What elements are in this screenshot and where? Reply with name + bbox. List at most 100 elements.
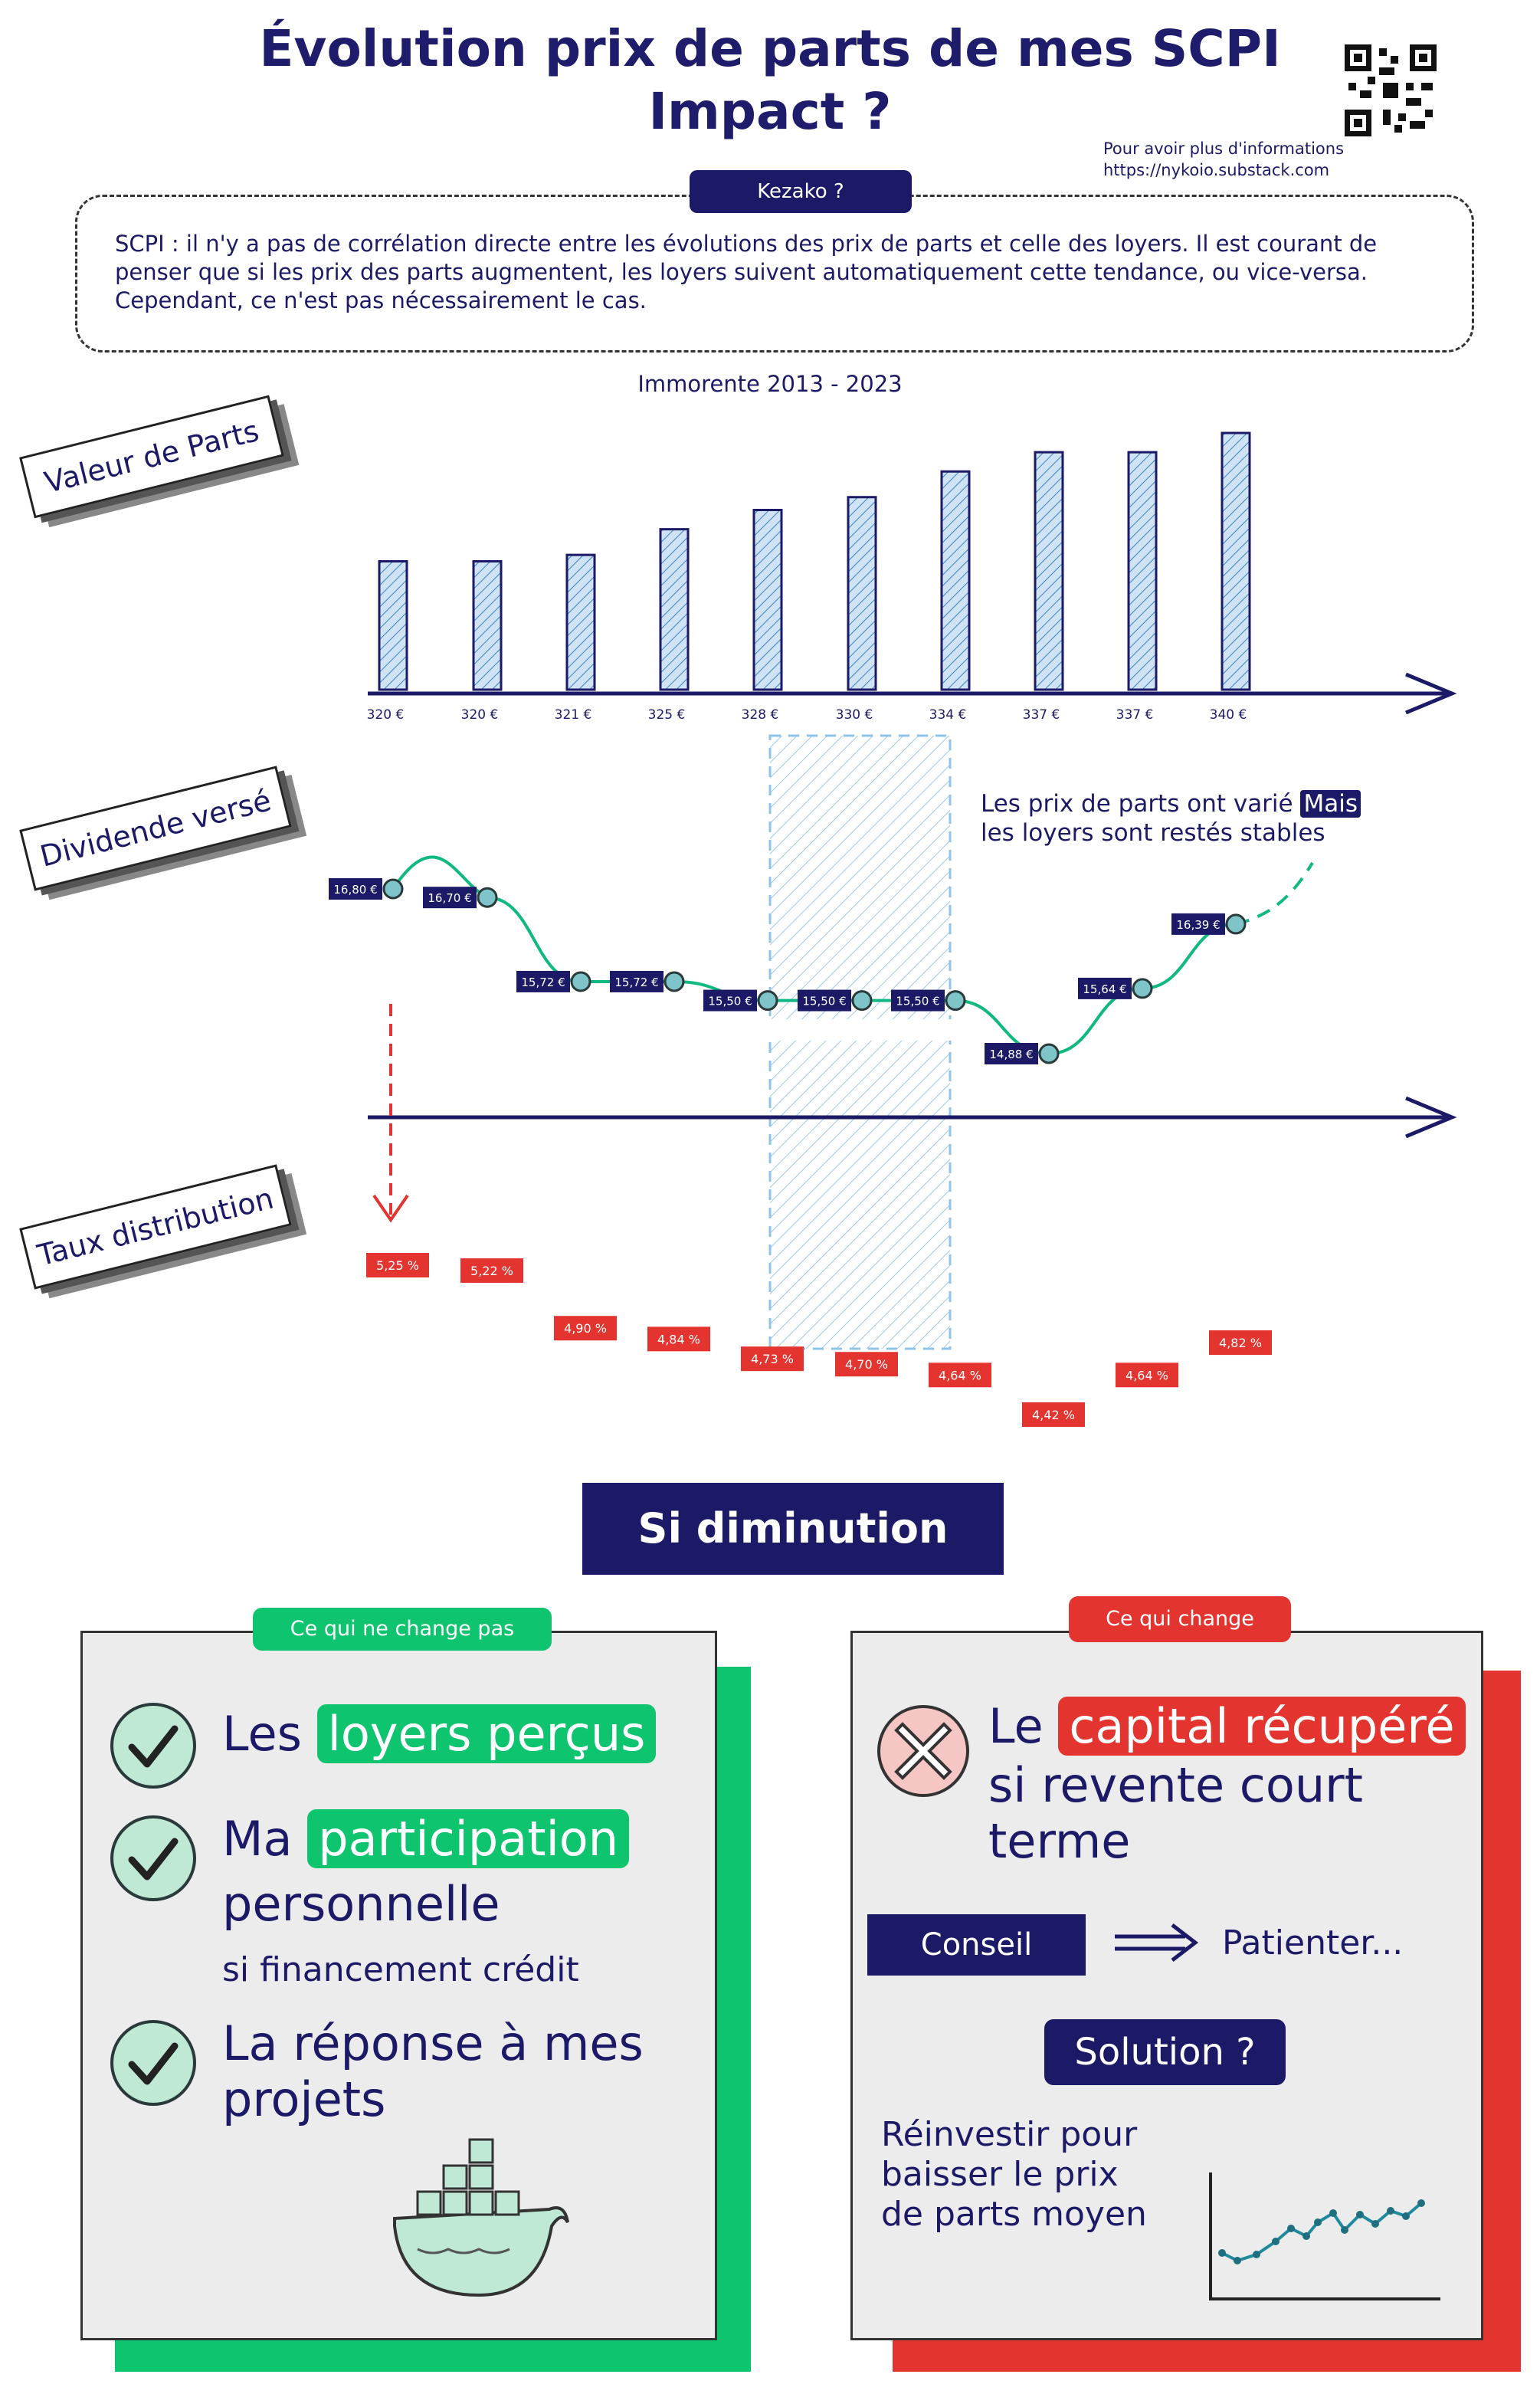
section-title: Si diminution	[582, 1483, 1004, 1575]
rate-label-bg	[1116, 1363, 1178, 1388]
note-mais: Mais	[1300, 790, 1361, 818]
dividend-label-bg	[610, 970, 664, 992]
whale-containers-icon	[393, 2138, 569, 2297]
page-subtitle: Impact ?	[648, 82, 892, 141]
info-url[interactable]: https://nykoio.substack.com	[1103, 161, 1330, 179]
bar	[378, 560, 408, 691]
rate-label: 4,70 %	[845, 1357, 888, 1372]
bar	[659, 528, 690, 691]
chart-title: Immorente 2013 - 2023	[637, 371, 903, 397]
item-capital-pre: Le	[988, 1698, 1044, 1754]
conseil-label: Conseil	[867, 1914, 1086, 1976]
rate-label: 5,22 %	[470, 1264, 513, 1278]
dividend-label: 15,50 €	[896, 995, 939, 1008]
dividend-point	[945, 990, 966, 1012]
check-icon	[110, 1703, 196, 1789]
rate-label: 4,42 %	[1032, 1408, 1075, 1422]
item-participation-sub: si financement crédit	[222, 1950, 579, 1989]
bar-tick-label: 340 €	[1210, 707, 1247, 723]
rate-label: 4,64 %	[939, 1368, 981, 1382]
cross-icon	[877, 1705, 969, 1797]
item-loyers-pre: Les	[222, 1706, 302, 1762]
bar-tick-label: 328 €	[742, 707, 779, 723]
reinvest-line1: Réinvestir pour	[881, 2115, 1138, 2154]
bar	[752, 509, 783, 691]
bar-tick-label: 330 €	[836, 707, 873, 723]
item-participation-highlight: participation	[307, 1809, 630, 1868]
rate-label-bg	[929, 1363, 991, 1388]
item-loyers-highlight: loyers perçus	[316, 1704, 657, 1763]
dividend-label-bg	[985, 1043, 1038, 1064]
qr-code-icon	[1345, 44, 1437, 136]
dividend-point	[477, 887, 498, 908]
dividend-label-bg	[798, 989, 851, 1012]
bar-tick-label: 325 €	[648, 707, 686, 723]
patienter-text: Patienter...	[1222, 1923, 1404, 1963]
rate-label-bg	[647, 1326, 710, 1352]
rate-label: 4,84 %	[657, 1332, 700, 1346]
dividend-label: 15,72 €	[521, 976, 565, 989]
bar	[472, 560, 503, 691]
dividend-point	[851, 990, 873, 1012]
bar-tick-label: 334 €	[929, 707, 967, 723]
dividend-axis-arrow	[1405, 1096, 1457, 1139]
reinvest-line2: baisser le prix	[881, 2155, 1119, 2194]
double-arrow-icon	[1115, 1923, 1199, 1962]
dividend-point	[1225, 913, 1247, 935]
dividend-label-bg	[516, 970, 570, 992]
rate-label-bg	[460, 1258, 523, 1284]
dividend-label-bg	[329, 878, 382, 900]
kezako-label: Kezako ?	[690, 170, 912, 213]
rate-label: 4,73 %	[751, 1352, 794, 1366]
note-part2: les loyers sont restés stables	[981, 819, 1325, 847]
bar-tick-label: 320 €	[461, 707, 499, 723]
right-panel-label: Ce qui change	[1069, 1596, 1291, 1642]
dividend-point	[382, 878, 404, 900]
rate-label-bg	[554, 1316, 617, 1341]
dividend-line-extension	[1235, 861, 1314, 926]
bar	[847, 496, 877, 691]
bar-tick-label: 337 €	[1023, 707, 1060, 723]
zone-gap	[766, 1019, 954, 1041]
dividend-point	[570, 971, 591, 992]
dividend-label-bg	[1078, 977, 1132, 999]
dividend-label: 16,70 €	[428, 891, 471, 905]
dividend-point	[1132, 978, 1153, 999]
solution-label: Solution ?	[1044, 2019, 1286, 2085]
dividend-label-bg	[1171, 913, 1225, 935]
item-capital-line2: si revente court	[988, 1757, 1363, 1813]
red-arrow-head	[372, 1194, 409, 1223]
dividend-point	[757, 990, 778, 1012]
rate-label: 4,64 %	[1126, 1368, 1168, 1382]
rate-label: 4,82 %	[1219, 1336, 1262, 1350]
rate-label-bg	[835, 1352, 898, 1377]
reinvest-line3: de parts moyen	[881, 2195, 1147, 2234]
dividend-point	[1038, 1043, 1060, 1064]
bar	[565, 553, 596, 691]
rate-label-bg	[741, 1346, 804, 1372]
item-projets-1: La réponse à mes	[222, 2015, 644, 2071]
item-capital-highlight: capital récupéré	[1058, 1697, 1466, 1756]
bar	[940, 470, 971, 691]
bar-tick-label: 320 €	[367, 707, 405, 723]
charts-svg: 320 € 320 € 321 € 325 € 328 € 330 € 334 € 337 €…	[329, 431, 1457, 1427]
rate-label-bg	[1022, 1402, 1085, 1427]
bar-tick-label: 321 €	[555, 707, 592, 723]
note-text: Les prix de parts ont varié Mais les loy…	[981, 789, 1361, 848]
item-participation-post: personnelle	[222, 1876, 500, 1932]
rate-label-bg	[1209, 1330, 1272, 1356]
check-icon	[110, 1815, 196, 1901]
note-part1: Les prix de parts ont varié	[981, 790, 1293, 818]
kezako-text: SCPI : il n'y a pas de corrélation direc…	[115, 231, 1378, 313]
dividend-label: 14,88 €	[989, 1048, 1033, 1061]
bar	[1221, 431, 1251, 691]
bar	[1034, 451, 1064, 691]
info-line: Pour avoir plus d'informations	[1103, 139, 1345, 158]
rate-label-bg	[366, 1253, 429, 1277]
dividend-label: 15,50 €	[802, 995, 846, 1008]
mini-chart-icon	[1209, 2172, 1440, 2300]
dividend-label-bg	[703, 989, 757, 1012]
dividend-label: 15,64 €	[1083, 982, 1126, 996]
info-text: Pour avoir plus d'informations https://n…	[1103, 138, 1344, 181]
page-title: Évolution prix de parts de mes SCPI	[259, 19, 1281, 78]
